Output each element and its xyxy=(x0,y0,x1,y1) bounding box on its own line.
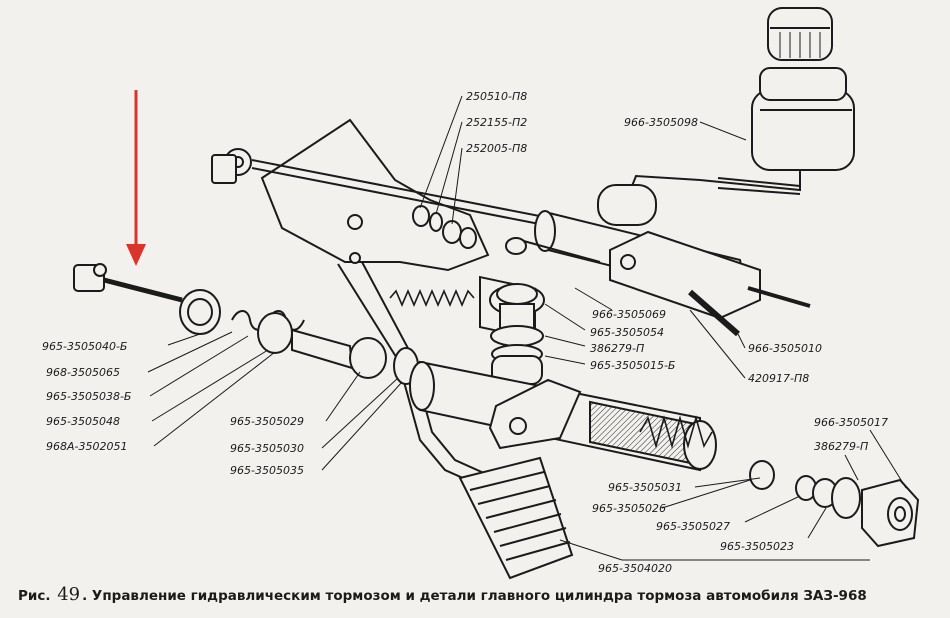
label-252005-p8: 252005-П8 xyxy=(466,142,527,155)
label-965-3505030: 965-3505030 xyxy=(230,442,304,455)
label-965-3505027: 965-3505027 xyxy=(656,520,730,533)
label-968a-3502051: 968А-3502051 xyxy=(46,440,127,453)
label-965-3505054: 965-3505054 xyxy=(590,326,664,339)
fluid-reservoir xyxy=(699,7,855,192)
label-965-3505031: 965-3505031 xyxy=(608,481,682,494)
label-965-3505029: 965-3505029 xyxy=(230,415,304,428)
pedal-arm xyxy=(337,261,496,491)
part-labels: 250510-П8 252155-П2 252005-П8 966-350509… xyxy=(42,90,888,575)
label-965-3505023: 965-3505023 xyxy=(720,540,794,553)
label-968-3505065: 968-3505065 xyxy=(46,366,120,379)
pedal-pad xyxy=(458,456,574,580)
upper-clevis xyxy=(211,148,561,229)
label-966-3505017: 966-3505017 xyxy=(814,416,888,429)
lower-master-cylinder xyxy=(409,360,717,472)
return-spring xyxy=(389,288,475,308)
label-965-3505026: 965-3505026 xyxy=(592,502,666,515)
label-965-3505015-b: 965-3505015-Б xyxy=(590,359,675,372)
fitting-stack xyxy=(489,283,545,385)
label-965-3505035: 965-3505035 xyxy=(230,464,304,477)
label-965-3505048: 965-3505048 xyxy=(46,415,120,428)
label-250510-p8: 250510-П8 xyxy=(466,90,527,103)
label-252155-p2: 252155-П2 xyxy=(466,116,527,129)
label-966-3505069: 966-3505069 xyxy=(592,308,666,321)
label-965-3504020: 965-3504020 xyxy=(598,562,672,575)
label-965-3505040-b: 965-3505040-Б xyxy=(42,340,127,353)
label-966-3505098: 966-3505098 xyxy=(624,116,698,129)
end-plug xyxy=(861,478,920,548)
upper-master-cylinder xyxy=(505,184,811,337)
lower-spring xyxy=(639,415,713,449)
lower-seals xyxy=(749,460,861,519)
label-965-3505038-b: 965-3505038-Б xyxy=(46,390,131,403)
label-420917-p8: 420917-П8 xyxy=(748,372,809,385)
figure-number: 49 xyxy=(57,584,81,605)
leader-lines xyxy=(147,95,907,561)
caption-prefix: Рис. xyxy=(18,588,51,604)
figure-caption: Рис. 49. Управление гидравлическим тормо… xyxy=(18,584,948,605)
red-pointer-arrow-icon xyxy=(126,90,146,266)
label-966-3505010: 966-3505010 xyxy=(748,342,822,355)
lower-pushrod xyxy=(73,263,419,385)
caption-text: . Управление гидравлическим тормозом и д… xyxy=(82,588,867,604)
label-386279-p-a: 386279-П xyxy=(590,342,644,355)
label-386279-p-b: 386279-П xyxy=(814,440,868,453)
